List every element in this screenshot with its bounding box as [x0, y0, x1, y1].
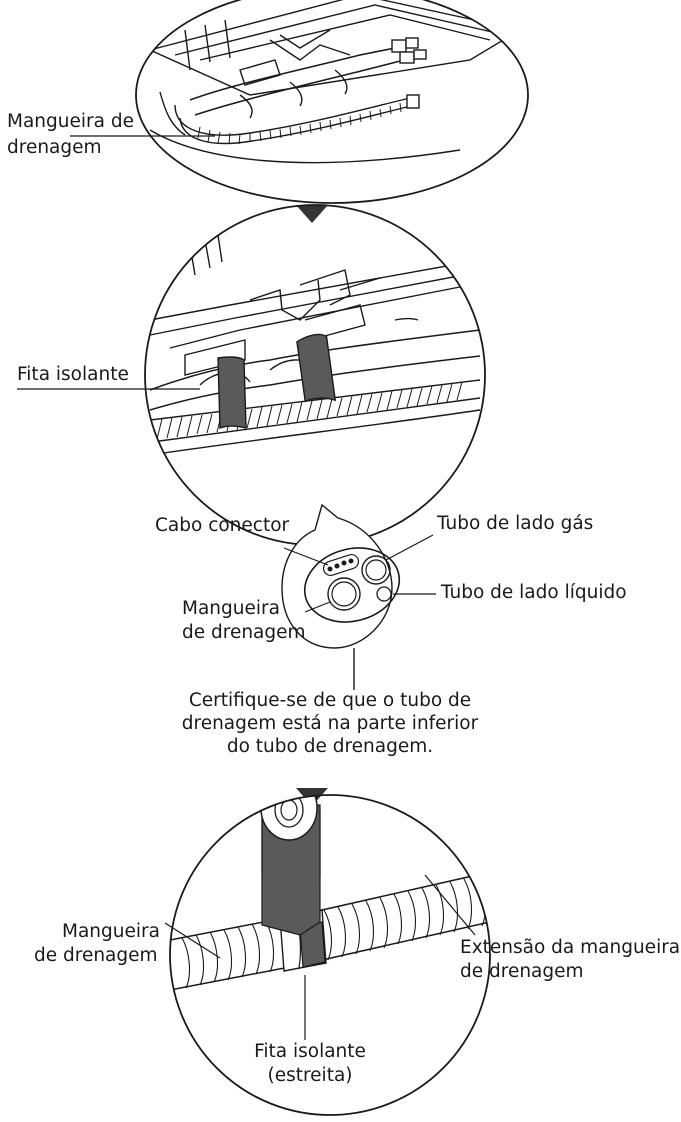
- cross-hose-label-line2: de drenagem: [182, 622, 306, 643]
- cross-hose-label-line1: Mangueira: [182, 598, 280, 619]
- drain-note-line3: do tubo de drenagem.: [226, 736, 434, 757]
- drain-note-line2: drenagem está na parte inferior: [181, 713, 479, 734]
- step-arrow-1: [296, 205, 328, 223]
- step3-hose-label-line2: de drenagem: [34, 945, 158, 966]
- drain-note-line1: Certifique-se de que o tubo de: [188, 690, 472, 711]
- liquid-pipe-label: Tubo de lado líquido: [441, 582, 627, 603]
- step3-hose-label-line1: Mangueira: [62, 921, 160, 942]
- step1-hose-label-line2: drenagem: [7, 137, 102, 158]
- cable-connector-label: Cabo conector: [155, 515, 290, 536]
- step3-tape-label-line1: Fita isolante: [254, 1041, 366, 1062]
- step1-hose-label-line1: Mangueira de: [7, 111, 134, 132]
- step3-tape-label-line2: (estreita): [267, 1065, 353, 1086]
- extension-label-line2: de drenagem: [460, 961, 584, 982]
- step3-magnifier: [164, 794, 491, 1116]
- extension-label-line1: Extensão da mangueira: [460, 937, 681, 958]
- step1-magnifier: [70, 0, 529, 204]
- cross-section: [281, 503, 436, 690]
- gas-pipe-label: Tubo de lado gás: [437, 513, 594, 534]
- step2-tape-label: Fita isolante: [17, 364, 129, 385]
- step2-magnifier: [17, 204, 486, 546]
